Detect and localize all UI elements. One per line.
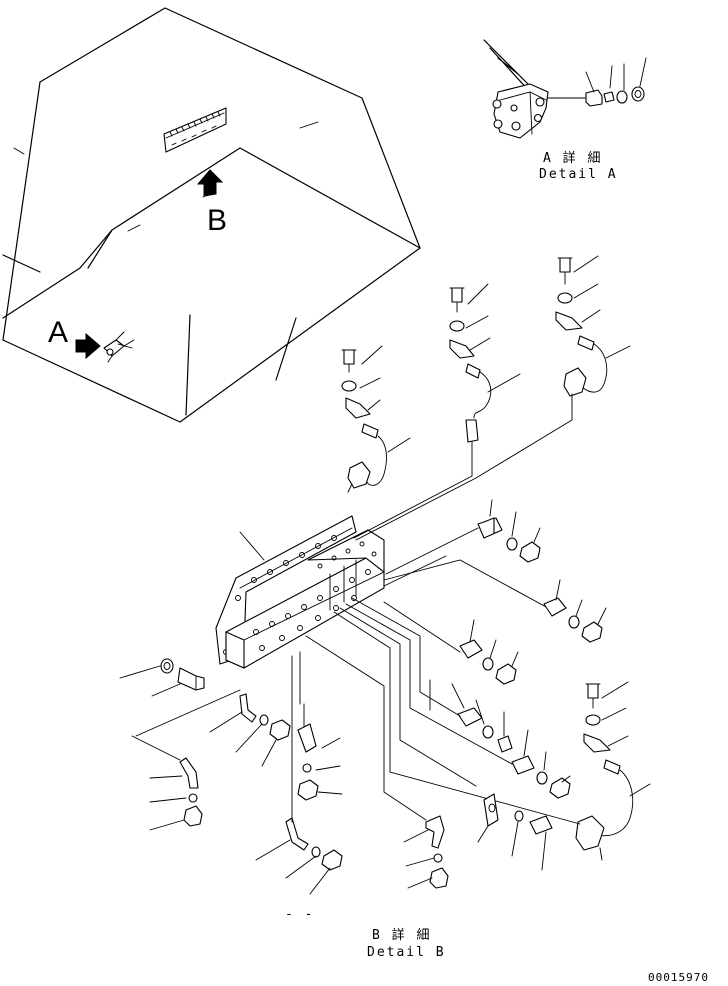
valve-location-icon <box>104 332 134 362</box>
fitting-row-4 <box>452 684 512 752</box>
arrow-b-icon <box>198 170 222 197</box>
harness-wires <box>354 406 572 608</box>
sensor-harness-1 <box>342 346 410 492</box>
elbow-fitting-1 <box>136 690 290 766</box>
fitting-row-3 <box>384 602 518 684</box>
manifold-block <box>216 516 384 668</box>
arrow-a-icon <box>76 334 100 358</box>
callout-a: A <box>48 316 69 349</box>
cab-outline <box>3 8 420 422</box>
clamp-bracket <box>478 794 552 870</box>
detail-a-valve <box>484 40 646 138</box>
relay-box-location <box>164 108 226 152</box>
detail-b-title-jp: B 詳 細 <box>372 928 432 943</box>
detail-a-title-jp: A 詳 細 <box>543 151 603 166</box>
elbow-fitting-4 <box>306 636 448 888</box>
sensor-harness-2 <box>450 284 520 476</box>
pipe-bundle <box>334 598 580 824</box>
sensor-harness-3 <box>556 256 630 406</box>
callout-b: B <box>207 204 228 237</box>
elbow-fitting-2 <box>132 736 202 830</box>
sensor-harness-4 <box>576 682 650 860</box>
fitting-row-1 <box>386 500 540 574</box>
stray-mark: - - <box>285 907 315 922</box>
detail-a-title-en: Detail A <box>539 167 618 182</box>
drawing-number: 00015970 <box>648 971 709 984</box>
mounting-bolt <box>120 659 204 696</box>
tee-fitting <box>298 704 342 800</box>
fitting-row-5 <box>512 730 570 798</box>
elbow-fitting-3 <box>256 652 342 894</box>
detail-b-title-en: Detail B <box>367 945 446 960</box>
fitting-row-2 <box>544 580 606 642</box>
